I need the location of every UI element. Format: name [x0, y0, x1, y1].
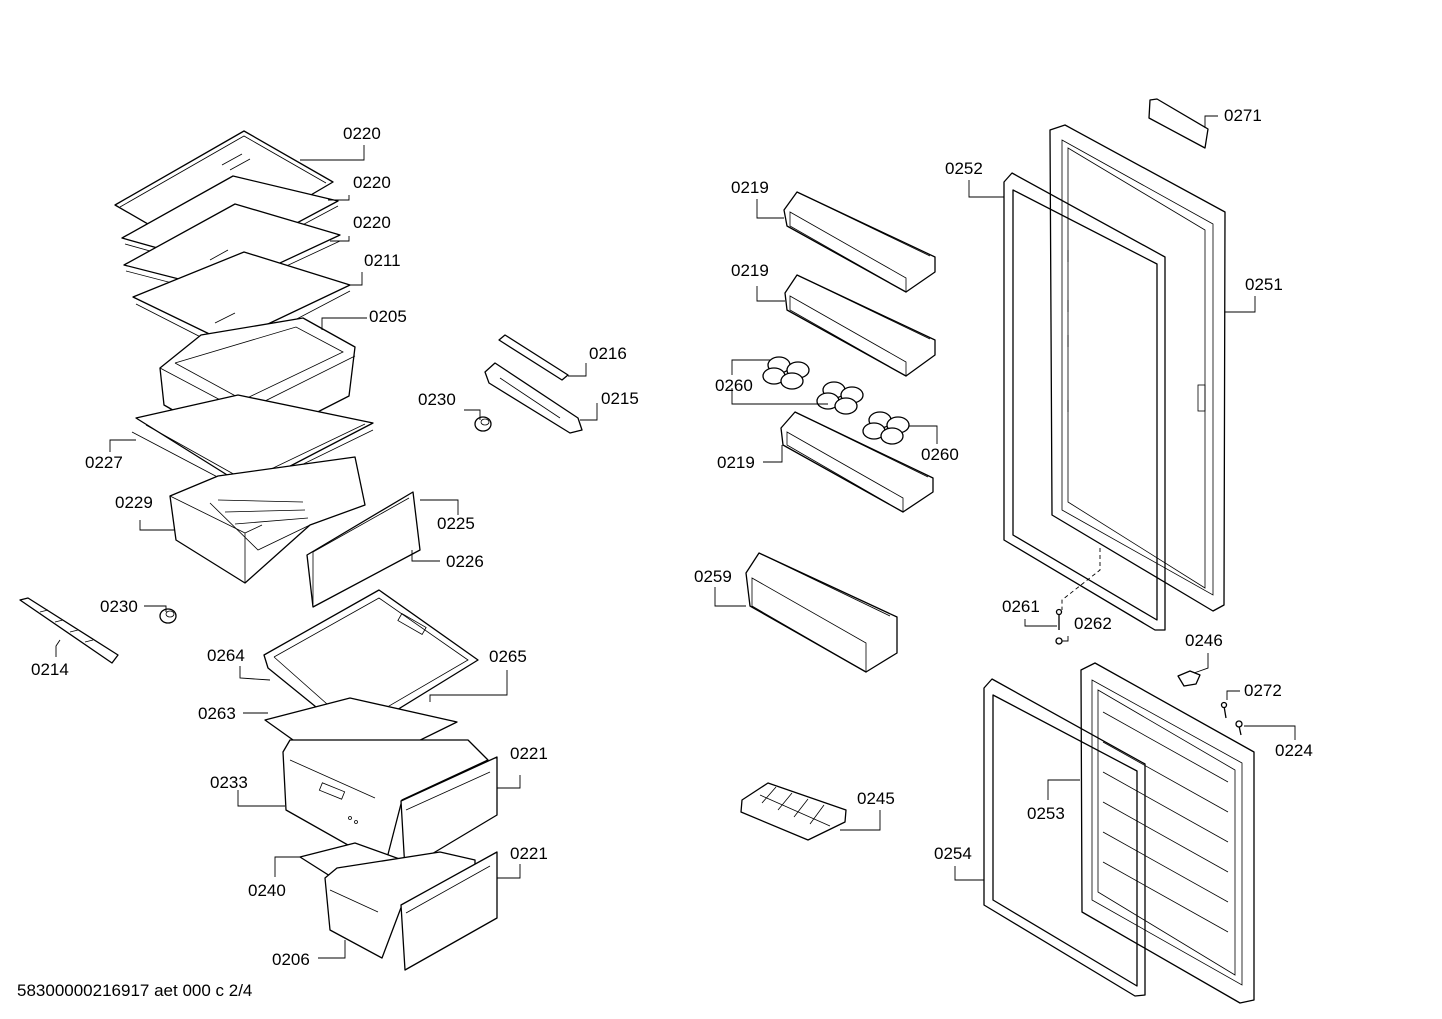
freezer-drawer-upper [282, 739, 489, 867]
label-0245: 0245 [857, 789, 895, 808]
label-0230-lower: 0230 [100, 597, 138, 616]
upper-door-inner [1049, 124, 1226, 612]
door-bin-3 [780, 411, 934, 513]
label-0220-a: 0220 [343, 124, 381, 143]
lower-door-inner [1080, 662, 1255, 1004]
screw-small [1220, 701, 1228, 719]
washer-ring [1055, 637, 1063, 645]
hinge-cap [1177, 670, 1201, 687]
label-0260-b: 0260 [921, 445, 959, 464]
upper-door-gasket [1003, 172, 1166, 631]
label-0271: 0271 [1224, 106, 1262, 125]
freezer-front-lower [400, 851, 498, 971]
label-0206: 0206 [272, 950, 310, 969]
label-0224: 0224 [1275, 741, 1313, 760]
label-0265: 0265 [489, 647, 527, 666]
label-0215: 0215 [601, 389, 639, 408]
leader-lines [55, 115, 1296, 959]
label-0252: 0252 [945, 159, 983, 178]
part-labels: 0220 0220 0220 0211 0205 0227 0229 0225 … [31, 106, 1313, 969]
label-0219-c: 0219 [717, 453, 755, 472]
label-0263: 0263 [198, 704, 236, 723]
label-0264: 0264 [207, 646, 245, 665]
label-0261: 0261 [1002, 597, 1040, 616]
small-cap-lower [159, 608, 177, 624]
screw-large [1235, 720, 1243, 736]
label-0227: 0227 [85, 453, 123, 472]
label-0214: 0214 [31, 660, 69, 679]
label-0219-b: 0219 [731, 261, 769, 280]
large-door-bin [745, 552, 898, 673]
label-0221-b: 0221 [510, 844, 548, 863]
rail-holder [484, 362, 583, 434]
ice-cube-tray [740, 782, 847, 841]
egg-holder-2 [816, 381, 864, 415]
label-0246: 0246 [1185, 631, 1223, 650]
egg-holder-1 [762, 356, 810, 390]
label-0253: 0253 [1027, 804, 1065, 823]
freezer-front-upper [400, 756, 498, 871]
label-0205: 0205 [369, 307, 407, 326]
leader-dashed [1061, 548, 1101, 610]
label-0216: 0216 [589, 344, 627, 363]
label-0251: 0251 [1245, 275, 1283, 294]
label-0220-b: 0220 [353, 173, 391, 192]
label-0211: 0211 [364, 251, 401, 270]
label-0262: 0262 [1074, 614, 1112, 633]
label-0230-upper: 0230 [418, 390, 456, 409]
label-0260-a: 0260 [715, 376, 753, 395]
drawing-code: 58300000216917 aet 000 c 2/4 [17, 981, 253, 1000]
label-0254: 0254 [934, 844, 972, 863]
door-label-plate [1148, 98, 1209, 149]
label-0221-a: 0221 [510, 744, 548, 763]
label-0225: 0225 [437, 514, 475, 533]
fixture-rail-left [19, 597, 119, 664]
label-0233: 0233 [210, 773, 248, 792]
lower-door-gasket [983, 678, 1146, 997]
label-0259: 0259 [694, 567, 732, 586]
label-0219-a: 0219 [731, 178, 769, 197]
label-0226: 0226 [446, 552, 484, 571]
label-0240: 0240 [248, 881, 286, 900]
freezer-tray [263, 589, 479, 738]
label-0272: 0272 [1244, 681, 1282, 700]
label-0220-c: 0220 [353, 213, 391, 232]
small-cap-upper [474, 416, 492, 432]
label-0229: 0229 [115, 493, 153, 512]
rail-strip [498, 334, 569, 381]
door-hinge-pin [1055, 608, 1063, 630]
egg-holder-3 [862, 411, 910, 445]
door-bin-1 [783, 191, 936, 293]
drawer-front-panel [306, 491, 421, 608]
door-bin-2 [784, 274, 936, 377]
drawer-body-middle [169, 456, 366, 584]
